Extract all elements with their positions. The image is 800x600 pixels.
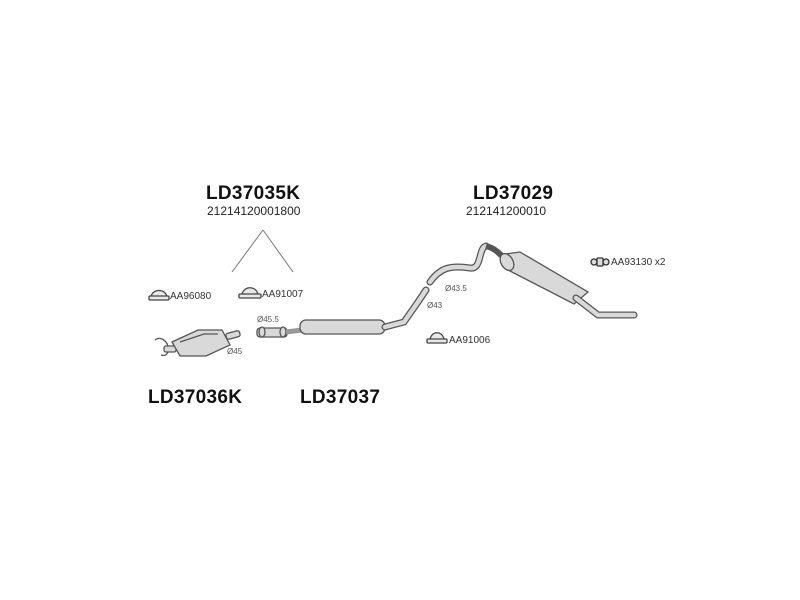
front-pipe-kit-part-number: LD37036K [148, 387, 243, 408]
middle-silencer-part-number: LD37037 [300, 387, 381, 408]
diameter-43-5-label: Ø43.5 [445, 284, 467, 293]
clamp-aa91006-label: AA91006 [449, 335, 491, 346]
rubber-mount-icon [590, 257, 610, 267]
clamp-aa91007-icon [238, 287, 262, 299]
diameter-43-label: Ø43 [427, 301, 443, 310]
middle-silencer-drawing [285, 286, 430, 335]
clamp-aa96080-label: AA96080 [170, 291, 212, 302]
clamp-aa96080-icon [148, 289, 170, 301]
catalyst-front-pipe-drawing [154, 329, 241, 357]
rubber-mount-label: AA93130 x2 [611, 257, 666, 268]
kit-bracket-lines [231, 229, 294, 273]
diameter-45-label: Ø45 [227, 347, 243, 356]
catalyst-kit-oem-number: 21214120001800 [207, 204, 301, 218]
rear-silencer-oem-number: 212141200010 [466, 204, 547, 218]
clamp-aa91007-label: AA91007 [262, 289, 304, 300]
connector-pipe-drawing [256, 326, 288, 338]
rear-silencer-drawing [426, 242, 638, 319]
clamp-aa91006-icon [426, 332, 448, 344]
rear-silencer-part-number: LD37029 [473, 183, 554, 204]
catalyst-kit-part-number: LD37035K [206, 183, 301, 204]
diameter-45-5-label: Ø45.5 [257, 315, 279, 324]
